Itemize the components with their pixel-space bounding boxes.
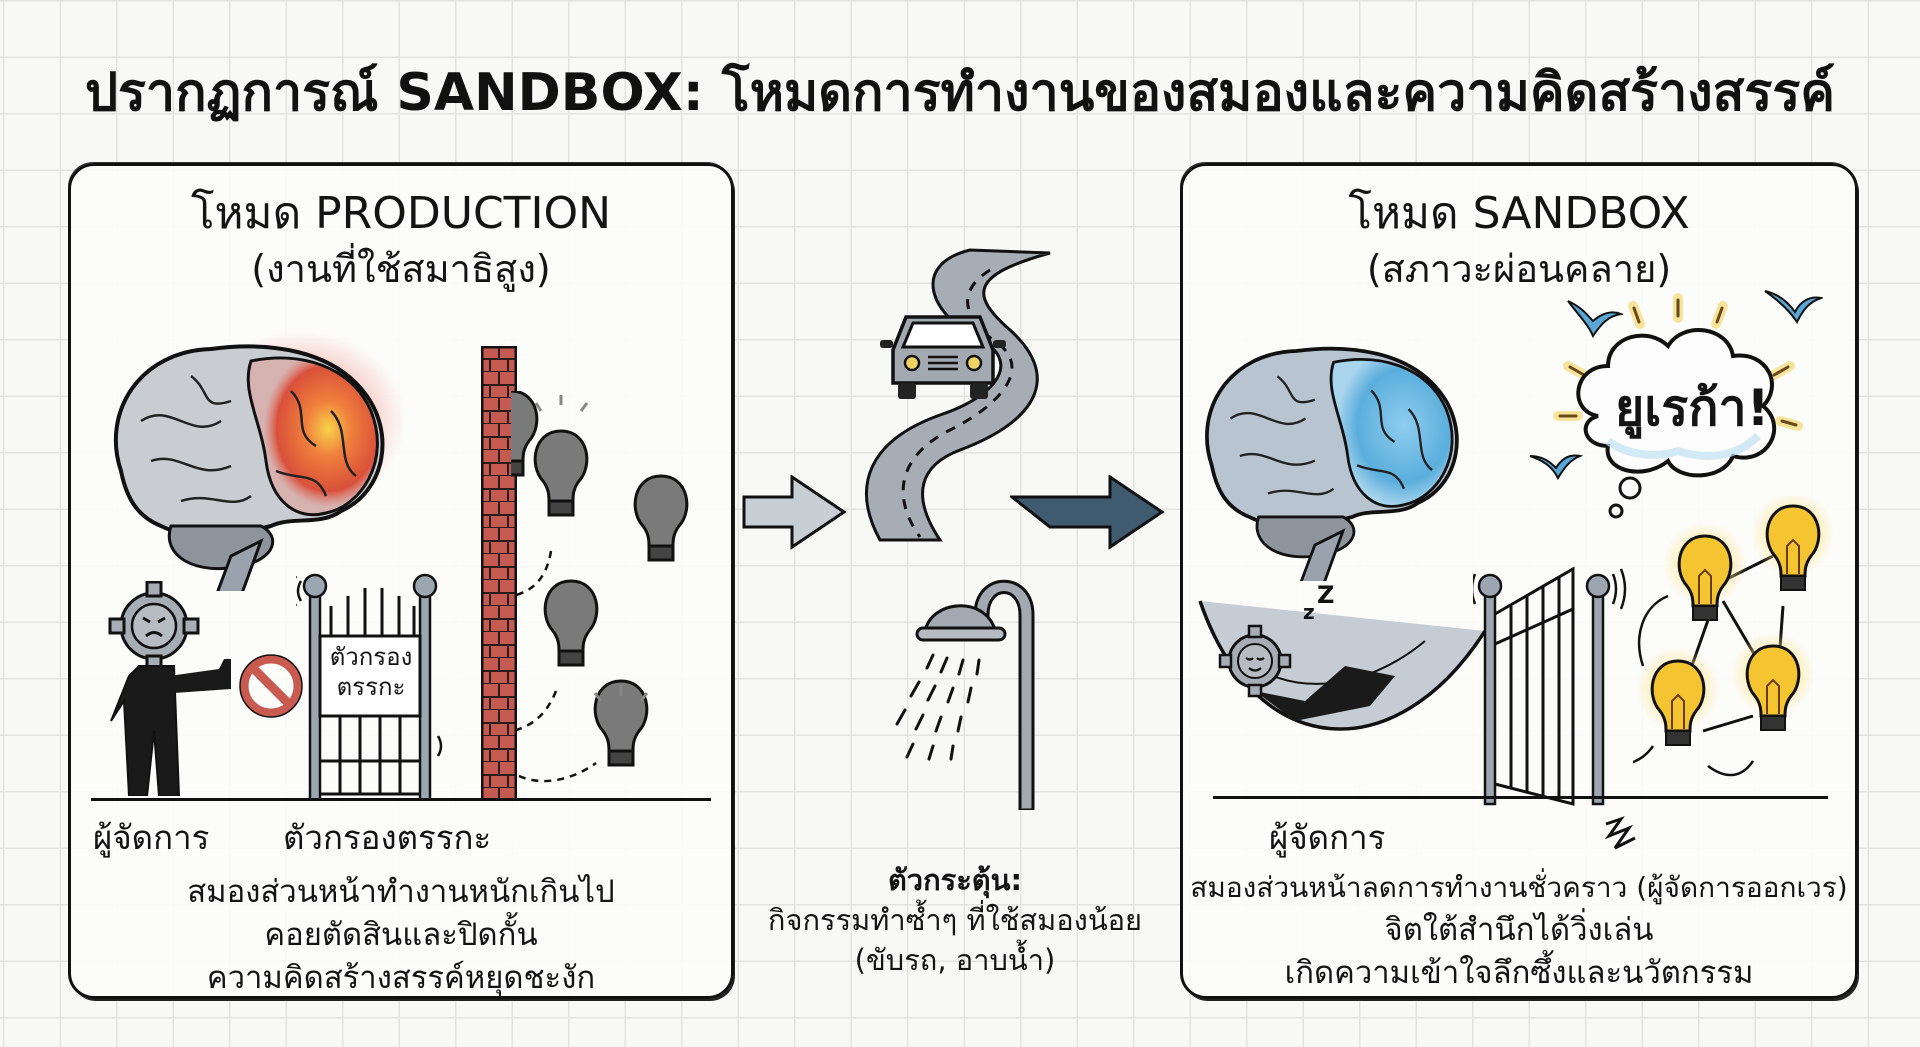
trigger-description: ตัวกระตุ้น: กิจกรรมทำซ้ำๆ ที่ใช้สมองน้อย… — [730, 860, 1180, 980]
sandbox-mode-panel: โหมด SANDBOX (สภาวะผ่อนคลาย) — [1180, 163, 1858, 999]
logic-filter-label: ตัวกรองตรรกะ — [283, 818, 492, 857]
logic-filter-gate-icon — [296, 573, 443, 801]
brain-relaxed-icon — [1205, 346, 1459, 581]
trigger-heading: ตัวกระตุ้น: — [887, 863, 1023, 897]
svg-text:Z: Z — [1317, 581, 1334, 609]
sandbox-description-line-2: จิตใต้สำนึกได้วิ่งเล่น — [1384, 912, 1654, 948]
lightbulb-off-icon — [511, 391, 689, 783]
thought-cloud-icon — [1553, 293, 1803, 519]
production-panel-title: โหมด PRODUCTION — [190, 188, 612, 239]
sleeping-manager-hammock-icon: z Z — [1198, 581, 1487, 731]
brain-overactive-icon — [113, 331, 406, 591]
manager-label: ผู้จัดการ — [93, 818, 210, 857]
production-description-line-1: สมองส่วนหน้าทำงานหนักเกินไป — [187, 874, 615, 910]
trigger-line-1: กิจกรรมทำซ้ำๆ ที่ใช้สมองน้อย — [767, 903, 1143, 937]
no-entry-icon — [239, 654, 303, 718]
bird-icon — [1764, 290, 1823, 324]
sandbox-panel-title: โหมด SANDBOX — [1348, 188, 1690, 239]
eureka-text: ยูเรก้า! — [1615, 379, 1770, 437]
bird-icon — [1567, 300, 1623, 339]
sandbox-description-line-1: สมองส่วนหน้าลดการทำงานชั่วคราว (ผู้จัดกา… — [1190, 871, 1848, 904]
gear-head-manager-icon — [108, 581, 231, 796]
manager-label: ผู้จัดการ — [1269, 818, 1386, 857]
main-title: ปรากฏการณ์ SANDBOX: โหมดการทำงานของสมองแ… — [84, 63, 1836, 123]
shower-icon — [895, 579, 1035, 810]
production-mode-panel: โหมด PRODUCTION (งานที่ใช้สมาธิสูง) — [68, 163, 734, 999]
production-panel-subtitle: (งานที่ใช้สมาธิสูง) — [251, 247, 551, 291]
gate-sign-text: ตัวกรอง ตรรกะ — [329, 643, 413, 701]
sandbox-panel-subtitle: (สภาวะผ่อนคลาย) — [1366, 247, 1672, 291]
trigger-line-2: (ขับรถ, อาบน้ำ) — [854, 943, 1056, 977]
open-gate-icon — [1473, 566, 1627, 806]
bird-icon — [1529, 454, 1583, 481]
ground-line — [1213, 796, 1828, 799]
ground-line — [91, 798, 711, 801]
svg-text:z: z — [1303, 600, 1315, 624]
arrow-right-dark-icon — [1010, 475, 1165, 550]
production-description-line-3: ความคิดสร้างสรรค์หยุดชะงัก — [206, 960, 596, 996]
production-description-line-2: คอยตัดสินและปิดกั้น — [264, 917, 538, 953]
car-icon — [880, 315, 1006, 399]
sandbox-description-line-3: เกิดความเข้าใจลึกซึ้งและนวัตกรรม — [1284, 955, 1754, 991]
scribble-mark — [1604, 816, 1636, 850]
arrow-right-icon — [742, 475, 847, 550]
lightbulb-on-icon — [1633, 496, 1837, 777]
